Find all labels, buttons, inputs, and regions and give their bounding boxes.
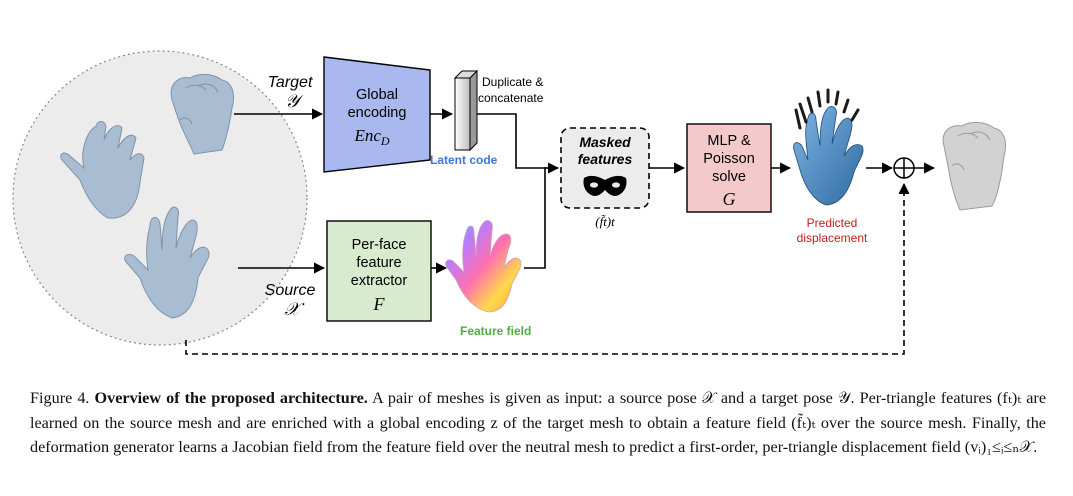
open-hand-source-mesh: [124, 206, 210, 319]
latent-code-bar: [453, 69, 479, 152]
latent-to-masked-arrow: [477, 113, 560, 174]
masked-line1: Masked: [579, 134, 631, 150]
duplicate-label-line2: concatenate: [478, 91, 544, 105]
field-to-masked-arrow: [524, 167, 558, 269]
feature-field-hand: [445, 220, 522, 313]
predicted-line1: Predicted: [807, 216, 858, 230]
target-label: Target: [268, 74, 313, 91]
skip-connection-dashed: [185, 182, 910, 355]
masked-symbol: (f̃t)t: [595, 214, 615, 229]
extractor-line3: extractor: [351, 273, 408, 289]
predicted-line2: displacement: [797, 231, 868, 245]
target-symbol: 𝒴: [285, 91, 304, 111]
input-mesh-circle: [12, 50, 308, 346]
mlp-line2: Poisson: [703, 151, 755, 167]
figure-caption: Figure 4. Overview of the proposed archi…: [30, 386, 1046, 460]
extractor-symbol: F: [373, 294, 386, 314]
caption-title: Overview of the proposed architecture.: [94, 389, 368, 407]
source-symbol: 𝒳: [284, 299, 305, 319]
global-encoding-symbol: EncD: [353, 126, 389, 148]
feature-extractor-block: [326, 220, 432, 322]
mlp-line3: solve: [712, 169, 746, 185]
mlp-symbol: G: [723, 189, 736, 209]
masked-line2: features: [578, 151, 633, 167]
architecture-diagram: Target 𝒴 Global encoding EncD Duplicate …: [12, 50, 1007, 355]
caption-body: A pair of meshes is given as input: a so…: [30, 389, 1047, 456]
feature-field-label: Feature field: [460, 324, 531, 338]
global-encoding-subtitle: encoding: [348, 105, 407, 121]
plus-circle-icon: [893, 157, 915, 179]
duplicate-label-line1: Duplicate &: [482, 75, 543, 89]
fist-hand-mesh: [170, 73, 235, 155]
global-encoding-title: Global: [356, 87, 398, 103]
extractor-line2: feature: [356, 255, 401, 271]
caption-figure-label: Figure 4.: [30, 389, 90, 407]
blue-displacement-hand: [793, 88, 864, 206]
mlp-line1: MLP &: [707, 133, 751, 149]
source-label: Source: [265, 282, 316, 299]
output-fist-mesh: [942, 121, 1007, 211]
extractor-line1: Per-face: [352, 237, 407, 253]
mlp-poisson-block: [686, 123, 772, 213]
mask-icon: [583, 175, 627, 196]
open-hand-mesh: [60, 121, 145, 219]
latent-code-label: Latent code: [430, 153, 498, 167]
global-encoding-block: [323, 56, 431, 173]
